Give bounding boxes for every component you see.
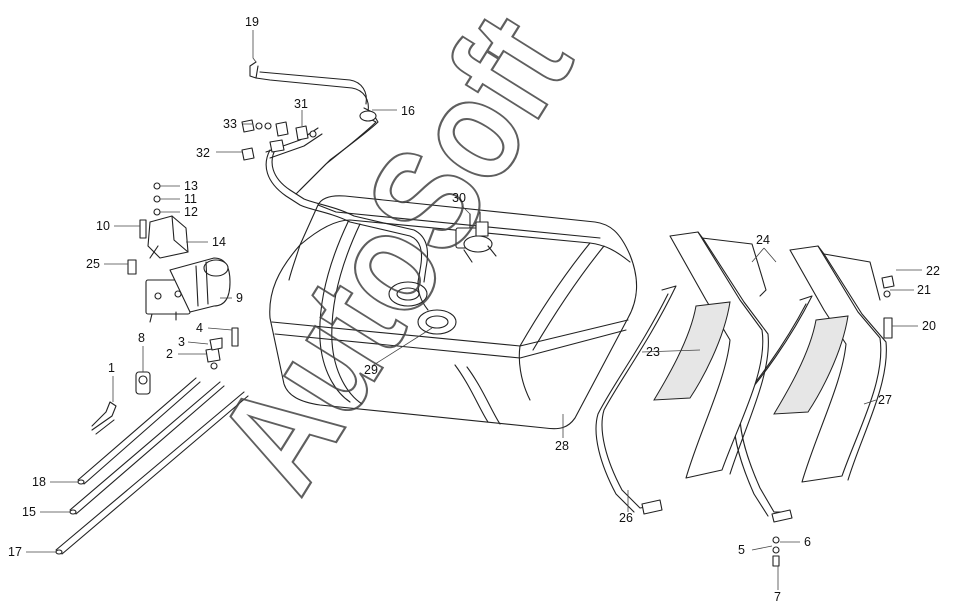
callout-17: 17 xyxy=(8,545,22,559)
callout-3: 3 xyxy=(178,335,185,349)
callout-30: 30 xyxy=(452,191,466,205)
callout-12: 12 xyxy=(184,205,198,219)
fittings-2-3-4 xyxy=(205,327,239,370)
callout-26: 26 xyxy=(619,511,633,525)
callout-labels: 19 16 31 33 32 13 11 12 10 14 25 9 4 3 2… xyxy=(8,15,940,604)
callout-4: 4 xyxy=(196,321,203,335)
callout-16: 16 xyxy=(401,104,415,118)
callout-27: 27 xyxy=(878,393,892,407)
callout-6: 6 xyxy=(804,535,811,549)
fuel-tank xyxy=(269,195,638,430)
fuel-level-sender xyxy=(455,211,497,263)
pipes xyxy=(55,377,249,555)
hardware-10-13-25 xyxy=(127,182,161,275)
fittings-31-32-33 xyxy=(241,119,317,161)
callout-18: 18 xyxy=(32,475,46,489)
callout-11: 11 xyxy=(184,192,197,206)
callout-28: 28 xyxy=(555,439,569,453)
tank-brackets xyxy=(653,231,895,483)
clamp-8 xyxy=(135,371,151,395)
callout-2: 2 xyxy=(166,347,173,361)
callout-7: 7 xyxy=(774,590,781,604)
leader-lines xyxy=(26,30,922,590)
callout-21: 21 xyxy=(917,283,931,297)
callout-9: 9 xyxy=(236,291,243,305)
hose-clamp-1 xyxy=(91,401,117,435)
callout-1: 1 xyxy=(108,361,115,375)
callout-14: 14 xyxy=(212,235,226,249)
callout-29: 29 xyxy=(364,363,378,377)
callout-13: 13 xyxy=(184,179,198,193)
callout-19: 19 xyxy=(245,15,259,29)
callout-20: 20 xyxy=(922,319,936,333)
callout-33: 33 xyxy=(223,117,237,131)
callout-24: 24 xyxy=(756,233,770,247)
callout-5: 5 xyxy=(738,543,745,557)
callout-10: 10 xyxy=(96,219,110,233)
callout-8: 8 xyxy=(138,331,145,345)
callout-15: 15 xyxy=(22,505,36,519)
fuel-line-assembly xyxy=(249,61,429,283)
callout-32: 32 xyxy=(196,146,210,160)
callout-25: 25 xyxy=(86,257,100,271)
fuel-pump-assembly xyxy=(145,215,231,323)
callout-23: 23 xyxy=(646,345,660,359)
callout-22: 22 xyxy=(926,264,940,278)
callout-31: 31 xyxy=(294,97,308,111)
